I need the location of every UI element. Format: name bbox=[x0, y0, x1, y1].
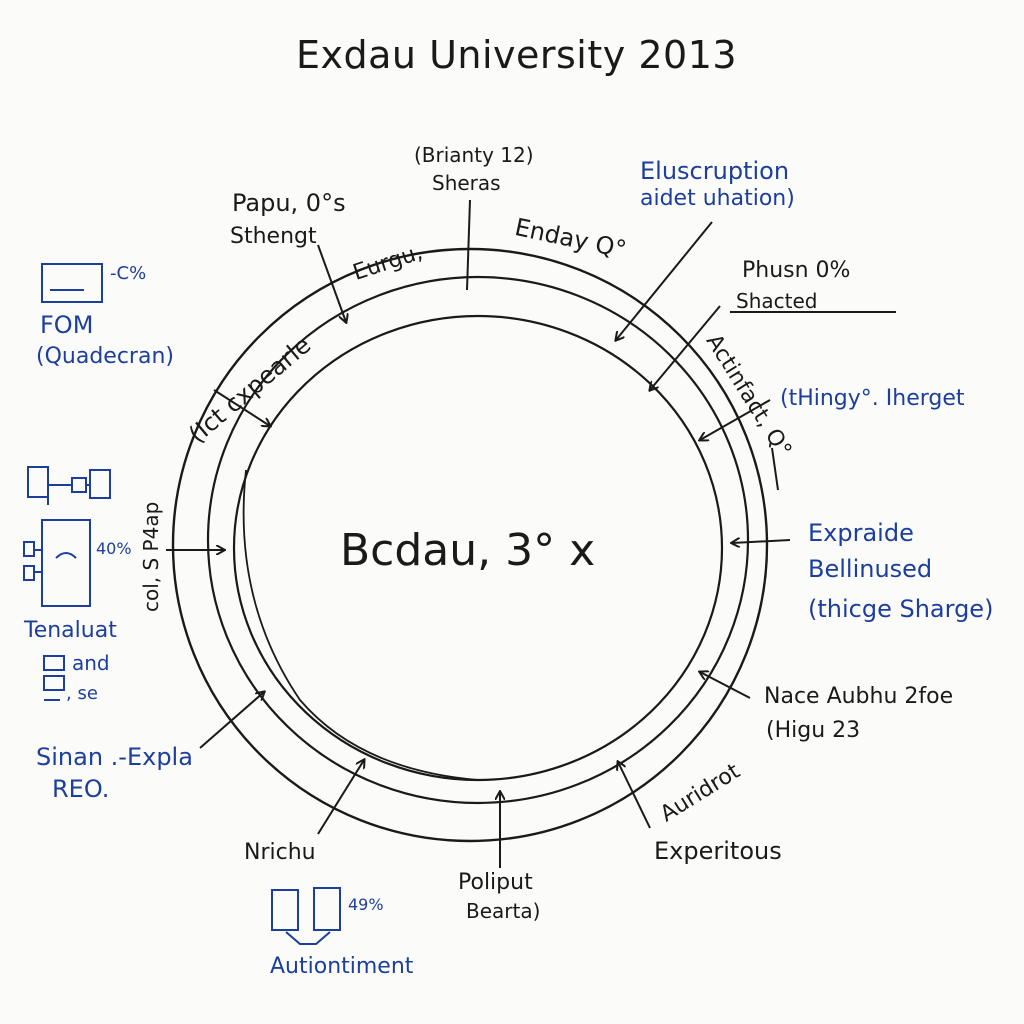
network-icon bbox=[27, 466, 111, 505]
arrow-expraide bbox=[732, 540, 791, 543]
label-and: and bbox=[72, 651, 110, 675]
label-thicge: (thicge Sharge) bbox=[808, 595, 994, 623]
arrow-experitous bbox=[618, 762, 651, 829]
label-cpct: -C% bbox=[110, 263, 147, 284]
label-pct40: 40% bbox=[96, 539, 132, 558]
label-tenaluat: Tenaluat bbox=[24, 618, 117, 643]
label-autiontiment: Autiontiment bbox=[270, 954, 414, 979]
label-reo: REO. bbox=[52, 775, 110, 803]
arrow-nace bbox=[700, 672, 751, 699]
device-icon bbox=[23, 519, 91, 607]
label-papu: Papu, 0°s bbox=[232, 189, 346, 217]
label-shacted: Shacted bbox=[736, 289, 818, 313]
arrow-ict bbox=[213, 389, 270, 426]
arrow-shacted bbox=[650, 305, 721, 390]
label-eluscruption: Eluscruption bbox=[640, 157, 790, 185]
label-se: , se bbox=[66, 683, 98, 704]
arrow-sinan bbox=[199, 692, 264, 749]
stack-icon bbox=[43, 655, 65, 701]
label-aidet: aidet uhation) bbox=[640, 186, 795, 211]
label-nace: Nace Aubhu 2foe bbox=[764, 684, 954, 709]
arrow-eluscruption bbox=[616, 221, 713, 340]
label-nrichu: Nrichu bbox=[244, 840, 316, 865]
label-poliput: Poliput bbox=[458, 870, 533, 895]
arrow-nrichu bbox=[317, 760, 364, 835]
label-col: col, S P4ap bbox=[139, 501, 163, 612]
label-bellinused: Bellinused bbox=[808, 555, 933, 583]
arrow-sheras bbox=[466, 199, 471, 291]
middle-ring bbox=[206, 275, 750, 805]
monitor-icon bbox=[41, 263, 103, 303]
label-sthengt: Sthengt bbox=[230, 224, 317, 249]
output-icon bbox=[271, 887, 341, 945]
label-sinan: Sinan .-Expla bbox=[36, 743, 193, 771]
arrow-papu bbox=[317, 244, 346, 322]
inner-ring-trace bbox=[242, 469, 479, 781]
label-quadecran: (Quadecran) bbox=[36, 344, 174, 369]
label-higu: (Higu 23 bbox=[766, 718, 861, 743]
diagram-title: Exdau University 2013 bbox=[296, 33, 738, 77]
label-fom: FOM bbox=[40, 311, 94, 339]
label-bearta: Bearta) bbox=[466, 899, 541, 923]
arrow-thingy bbox=[700, 399, 771, 440]
center-label: Bcdau, 3° x bbox=[340, 525, 596, 576]
label-experitous: Experitous bbox=[654, 837, 782, 865]
outer-ring bbox=[171, 247, 769, 843]
label-phusn: Phusn 0% bbox=[742, 258, 851, 283]
label-pct49: 49% bbox=[348, 895, 384, 914]
label-sheras: Sheras bbox=[432, 171, 501, 195]
tick-actinfact bbox=[771, 447, 779, 491]
label-brianty: (Brianty 12) bbox=[414, 143, 534, 167]
label-expraide: Expraide bbox=[808, 519, 914, 547]
label-thingy: (tHingy°. Iherget bbox=[780, 386, 965, 411]
